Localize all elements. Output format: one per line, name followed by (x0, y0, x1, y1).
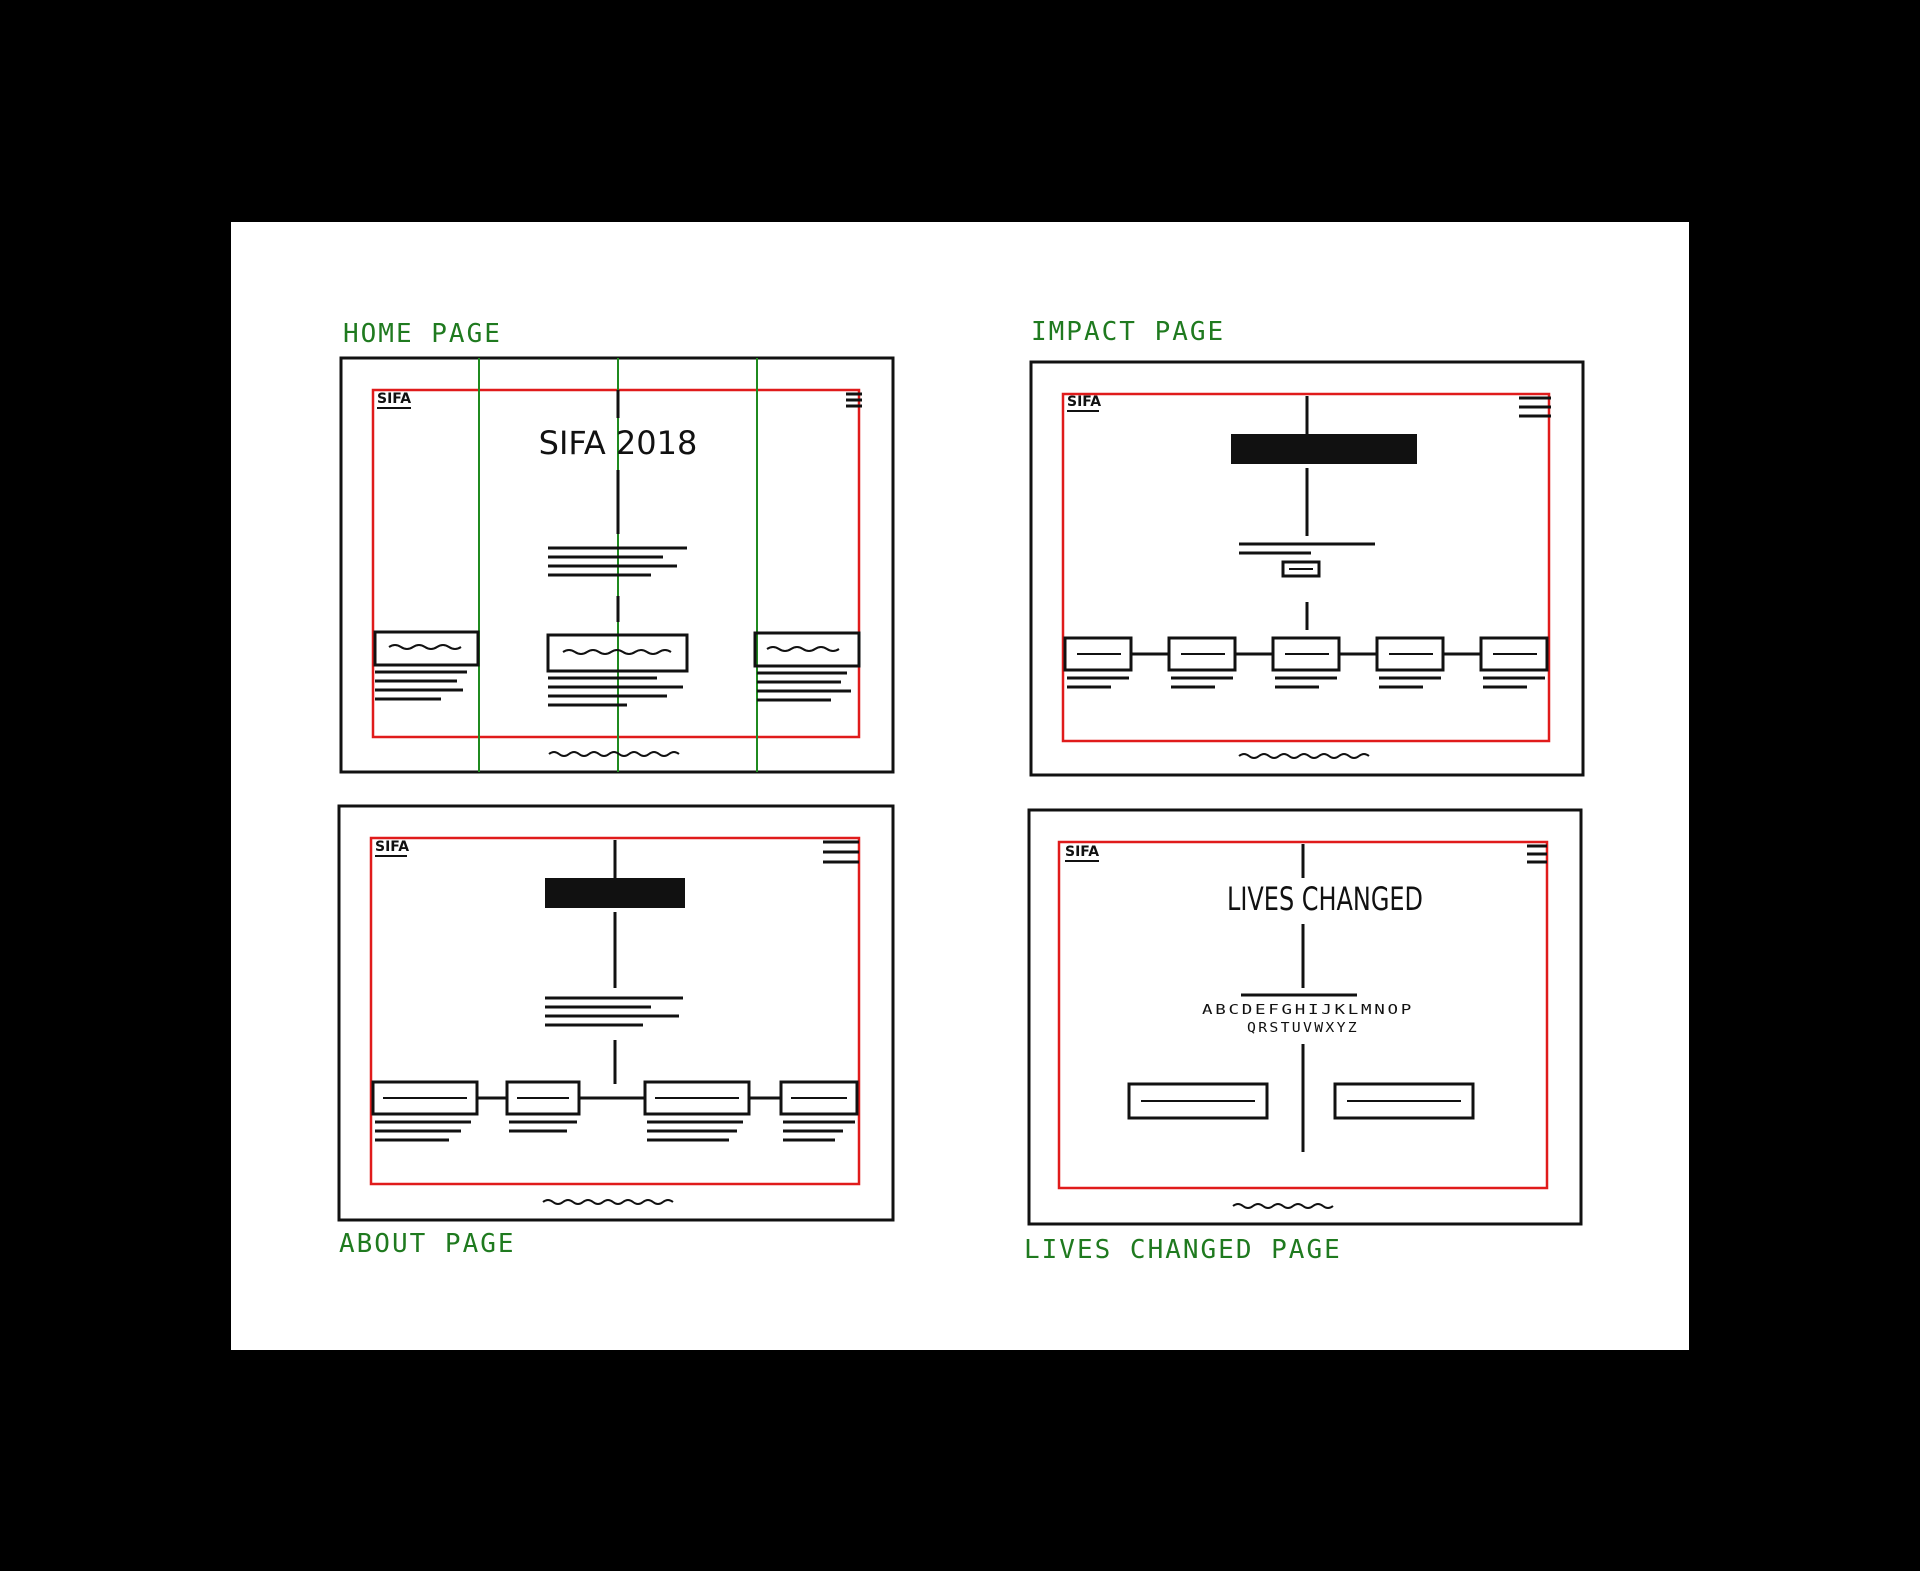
home-card-center[interactable] (546, 633, 689, 707)
home-intro-text-lines (548, 546, 687, 577)
lives-card-left[interactable] (1127, 1082, 1269, 1120)
about-page-wireframe: SIFA (337, 804, 895, 1222)
impact-card-5[interactable] (1479, 636, 1549, 689)
impact-card-2[interactable] (1167, 636, 1237, 689)
about-margin (369, 836, 861, 1186)
impact-logo: SIFA (1067, 394, 1101, 410)
label-home-page: HOME PAGE (343, 319, 502, 349)
impact-hamburger-icon[interactable] (1519, 396, 1551, 418)
lives-changed-page-wireframe: SIFA LIVES CHANGED ABCDEFGHIJKLMNOP QRST… (1027, 808, 1583, 1226)
impact-margin (1061, 392, 1551, 743)
lives-margin (1057, 840, 1549, 1190)
about-card-2[interactable] (505, 1080, 581, 1133)
impact-card-1[interactable] (1063, 636, 1133, 689)
lives-frame (1027, 808, 1583, 1226)
home-card-right[interactable] (753, 631, 861, 702)
home-margin (371, 388, 861, 739)
lives-footer-squiggle (1232, 1203, 1334, 1209)
about-card-3[interactable] (643, 1080, 751, 1142)
lives-logo: SIFA (1065, 844, 1099, 860)
sketch-paper: HOME PAGE IMPACT PAGE ABOUT PAGE LIVES C… (231, 222, 1689, 1350)
about-hamburger-icon[interactable] (823, 840, 859, 864)
lives-alphabet-line-2: QRSTUVWXYZ (1247, 1021, 1359, 1036)
lives-hamburger-icon[interactable] (1527, 844, 1547, 864)
home-logo: SIFA (377, 391, 411, 407)
home-hamburger-icon[interactable] (846, 392, 862, 408)
impact-card-4[interactable] (1375, 636, 1445, 689)
about-card-1[interactable] (371, 1080, 479, 1142)
label-lives-changed-page: LIVES CHANGED PAGE (1024, 1235, 1342, 1265)
label-impact-page: IMPACT PAGE (1031, 317, 1225, 347)
home-footer-squiggle (548, 751, 680, 757)
label-about-page: ABOUT PAGE (339, 1229, 516, 1259)
home-page-wireframe: SIFA SIFA 2018 (339, 356, 895, 774)
lives-card-right[interactable] (1333, 1082, 1475, 1120)
about-intro-text-lines (545, 996, 683, 1027)
about-title-block (545, 878, 685, 908)
wireframe-sketch: HOME PAGE IMPACT PAGE ABOUT PAGE LIVES C… (337, 317, 1585, 1265)
impact-card-3[interactable] (1271, 636, 1341, 689)
impact-frame (1029, 360, 1585, 777)
impact-page-wireframe: SIFA (1029, 360, 1585, 777)
home-card-left[interactable] (373, 630, 480, 701)
impact-button[interactable] (1281, 560, 1321, 578)
lives-title: LIVES CHANGED (1227, 880, 1423, 918)
home-title: SIFA 2018 (539, 424, 698, 462)
about-card-4[interactable] (779, 1080, 859, 1142)
impact-footer-squiggle (1238, 753, 1370, 759)
about-logo: SIFA (375, 839, 409, 855)
lives-alphabet-line-1: ABCDEFGHIJKLMNOP (1202, 1003, 1414, 1018)
impact-title-block (1231, 434, 1417, 464)
about-footer-squiggle (542, 1199, 674, 1205)
about-frame (337, 804, 895, 1222)
